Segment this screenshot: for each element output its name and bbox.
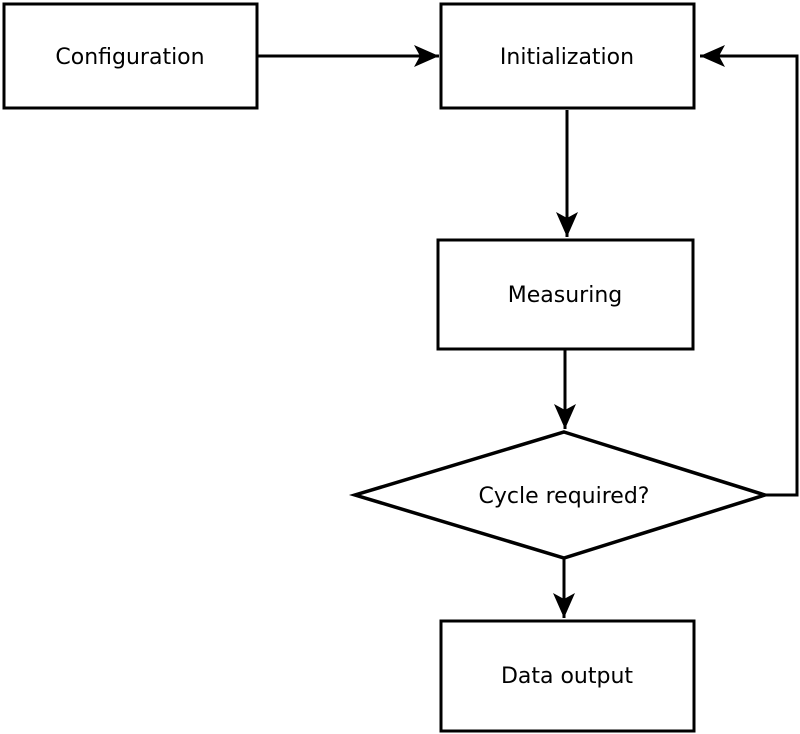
node-data-output: Data output	[439, 619, 696, 733]
cycle-required-diamond	[348, 430, 771, 560]
data-output-box	[439, 619, 696, 733]
edge-cycle-required-feedback-to-initialization	[700, 45, 799, 497]
measuring-label: Measuring	[508, 283, 622, 308]
configuration-box	[2, 2, 259, 110]
node-initialization: Initialization	[439, 2, 696, 110]
cycle-required-label: Cycle required?	[479, 484, 650, 509]
initialization-box	[439, 2, 696, 110]
node-measuring: Measuring	[436, 238, 695, 351]
node-configuration: Configuration	[2, 2, 259, 110]
configuration-label: Configuration	[55, 45, 204, 70]
node-cycle-required: Cycle required?	[348, 430, 771, 560]
measuring-box	[436, 238, 695, 351]
initialization-label: Initialization	[500, 45, 634, 70]
data-output-label: Data output	[501, 664, 633, 689]
